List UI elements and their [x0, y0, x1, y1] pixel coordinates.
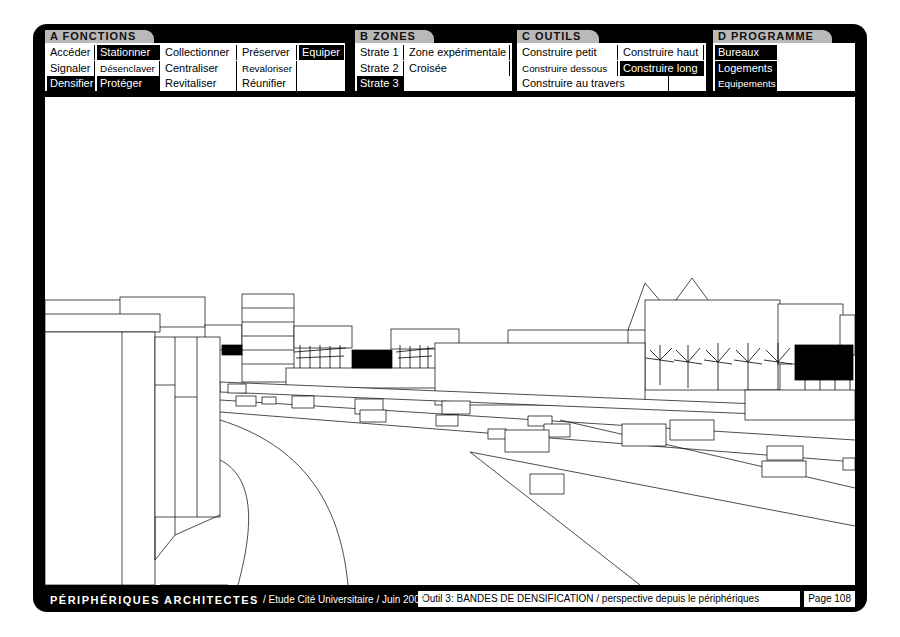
table-cell: Strate 3: [357, 76, 404, 91]
table-cell: Equipements: [715, 76, 777, 91]
panel-tab: D PROGRAMME: [713, 30, 832, 43]
table-cell: Revaloriser: [239, 61, 297, 76]
caption-text: Outil 3: BANDES DE DENSIFICATION / persp…: [418, 591, 800, 607]
table-cell: Construire petit: [519, 45, 618, 60]
table-cell: Equiper: [299, 45, 344, 60]
table-cell: Stationner: [97, 45, 160, 60]
table-cell: Revitaliser: [162, 76, 237, 91]
table-cell: Accéder: [47, 45, 95, 60]
table-cell: Strate 1: [357, 45, 404, 60]
table-cell: Densifier: [47, 76, 95, 91]
panel-tab: B ZONES: [355, 30, 434, 43]
table-cell: Strate 2: [357, 61, 404, 76]
table-cell: Protéger: [97, 76, 160, 91]
table-cell: Zone expérimentale: [406, 45, 510, 60]
panel-tab: C OUTILS: [517, 30, 599, 43]
drawing-area: [45, 97, 855, 585]
page-number: Page 108: [804, 591, 855, 607]
table-cell: Logements: [715, 61, 777, 76]
table-cell: Bureaux: [715, 45, 777, 60]
table-cell: Collectionner: [162, 45, 237, 60]
table-cell: Signaler: [47, 61, 95, 76]
panel-tab: A FONCTIONS: [45, 30, 154, 43]
footer-box: Outil 3: BANDES DE DENSIFICATION / persp…: [418, 591, 800, 607]
footer-text: PÉRIPHÉRIQUES ARCHITECTES: [50, 592, 259, 608]
perspective-drawing: [45, 278, 855, 585]
table-cell: Réunifier: [239, 76, 297, 91]
page-frame: [33, 24, 867, 612]
table-cell: Construire haut: [620, 45, 704, 60]
table-cell: Construire au travers: [519, 76, 669, 91]
footer-text: / Etude Cité Universitaire / Juin 2002: [263, 592, 425, 608]
table-cell: Désenclaver: [97, 61, 160, 76]
table-cell: Construire long: [620, 61, 704, 76]
table-cell: Centraliser: [162, 61, 237, 76]
footer-box: Page 108: [804, 591, 855, 607]
table-cell: Construire dessous: [519, 61, 618, 76]
table-cell: Préserver: [239, 45, 297, 60]
table-cell: Croisée: [406, 61, 510, 76]
